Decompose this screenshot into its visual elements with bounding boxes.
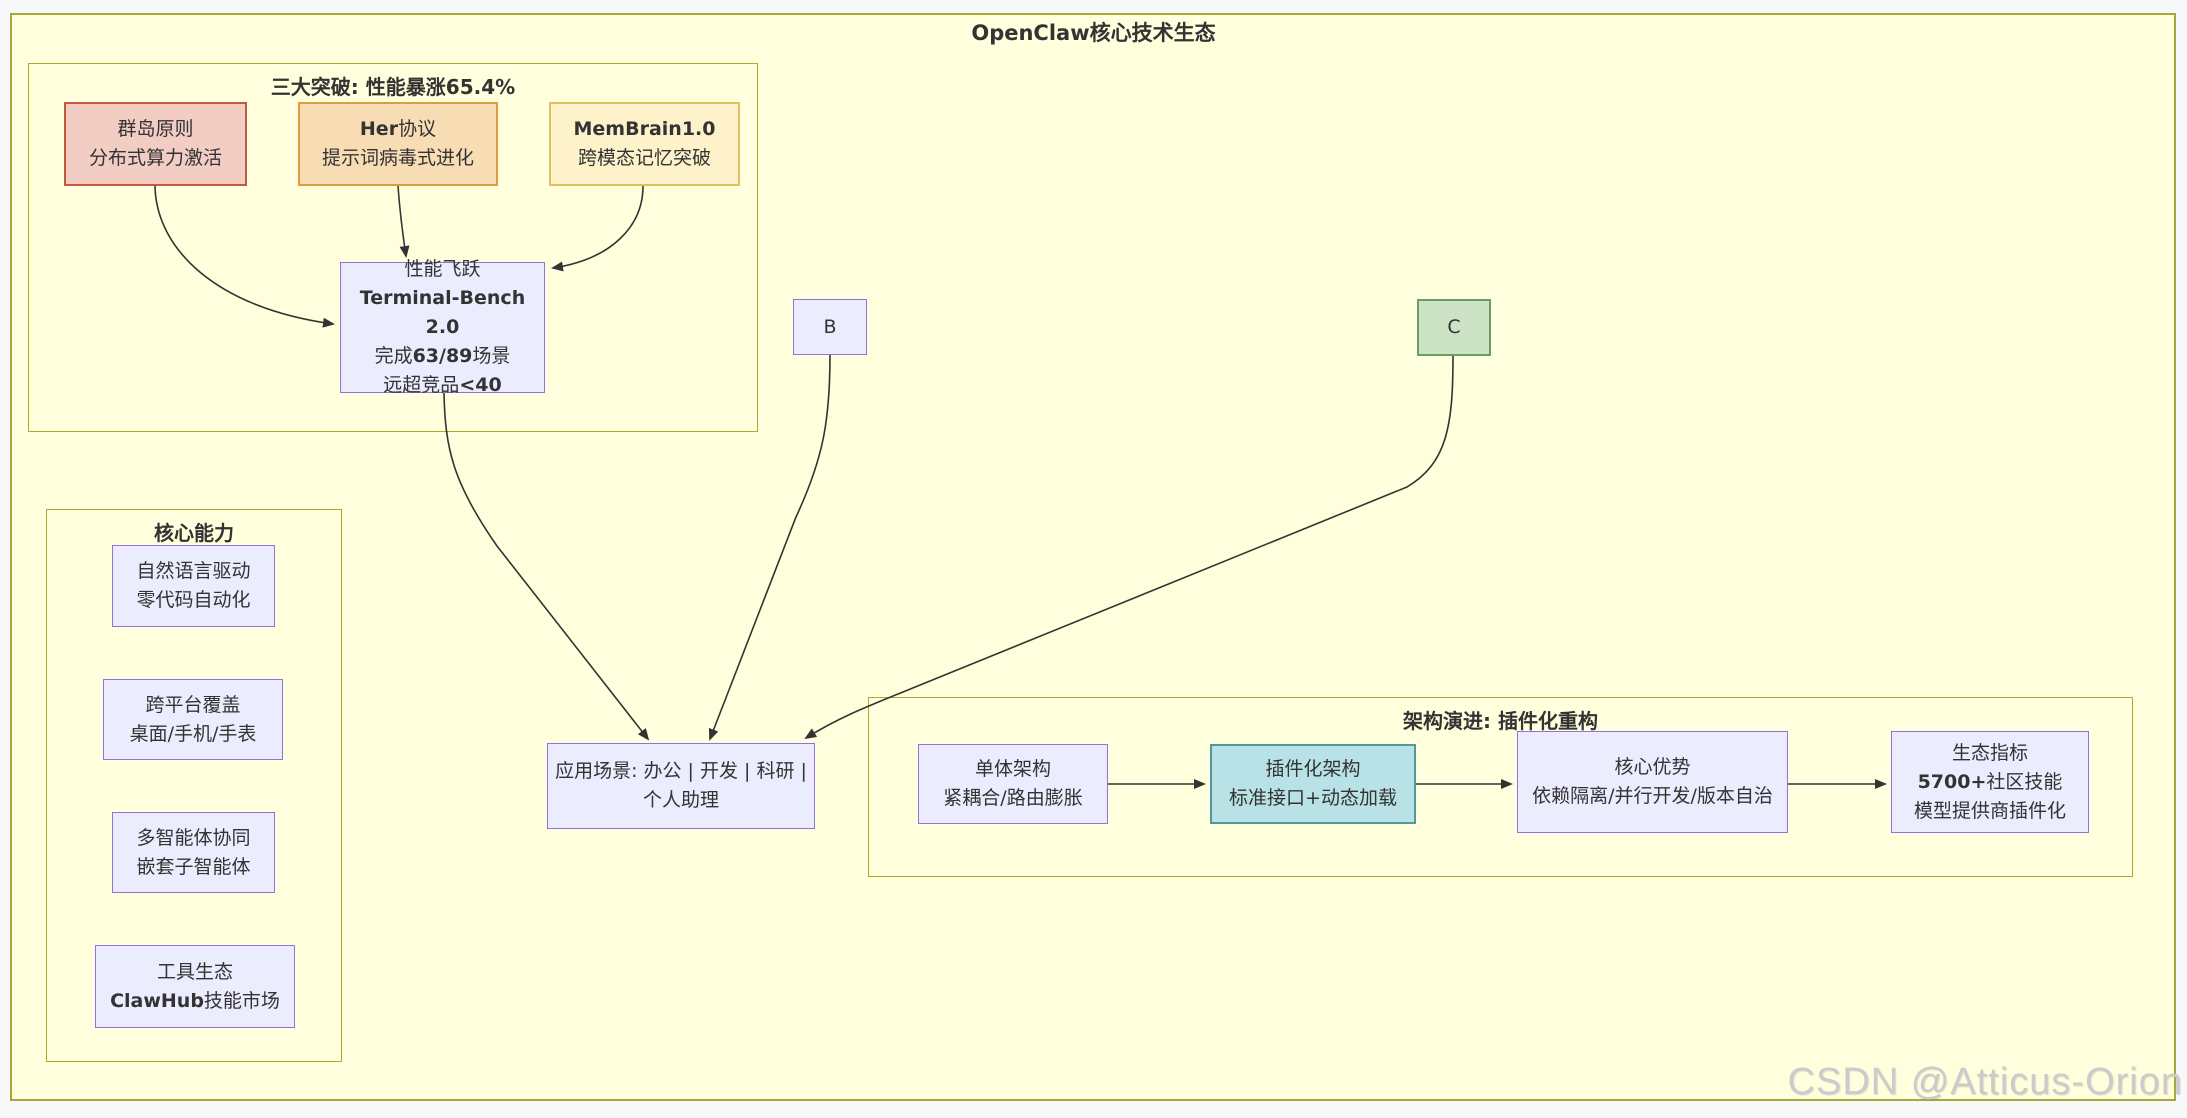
node-tool-ecosystem: 工具生态 ClawHub技能市场 — [95, 945, 295, 1028]
node-label: C — [1447, 316, 1461, 338]
node-line: 依赖隔离/并行开发/版本自治 — [1532, 785, 1773, 807]
node-application-scenarios: 应用场景: 办公 | 开发 | 科研 | 个人助理 — [547, 743, 815, 829]
node-line: 核心优势 — [1614, 756, 1691, 778]
node-line: 跨模态记忆突破 — [577, 147, 711, 169]
node-membrain: MemBrain1.0 跨模态记忆突破 — [549, 102, 740, 186]
node-archipelago-principle: 群岛原则 分布式算力激活 — [64, 102, 247, 186]
node-plugin-architecture: 插件化架构 标准接口+动态加载 — [1210, 744, 1416, 824]
node-her-protocol: Her协议 提示词病毒式进化 — [298, 102, 498, 186]
node-line: 分布式算力激活 — [88, 147, 222, 169]
node-line: 模型提供商插件化 — [1913, 799, 2066, 822]
node-performance-leap: 性能飞跃 Terminal-Bench 2.0 完成63/89场景 远超竞品<4… — [340, 258, 545, 396]
subgraph-capabilities-title: 核心能力 — [154, 521, 234, 545]
node-line: 生态指标 — [1951, 741, 2028, 764]
node-natural-language: 自然语言驱动 零代码自动化 — [112, 545, 275, 627]
diagram-title: OpenClaw核心技术生态 — [971, 21, 1216, 45]
node-line: 群岛原则 — [117, 118, 194, 140]
node-line: 标准接口+动态加载 — [1229, 787, 1397, 809]
node-b: B — [793, 299, 867, 355]
node-line: 自然语言驱动 — [136, 560, 251, 582]
node-multi-agent: 多智能体协同 嵌套子智能体 — [112, 812, 275, 893]
csdn-watermark: CSDN @Atticus-Orion — [1787, 1061, 2183, 1103]
node-c: C — [1417, 299, 1491, 356]
node-line: 零代码自动化 — [136, 589, 251, 611]
node-line: Terminal-Bench 2.0 — [359, 287, 526, 338]
node-line: 远超竞品<40 — [383, 374, 502, 396]
node-line: 工具生态 — [156, 960, 233, 983]
node-cross-platform: 跨平台覆盖 桌面/手机/手表 — [103, 679, 283, 760]
node-ecosystem-metrics: 生态指标 5700+社区技能 模型提供商插件化 — [1891, 731, 2089, 833]
subgraph-architecture-title: 架构演进: 插件化重构 — [1403, 709, 1598, 733]
node-line: 紧耦合/路由膨胀 — [943, 787, 1083, 809]
node-line: 插件化架构 — [1265, 758, 1361, 780]
node-line: 完成63/89场景 — [374, 345, 511, 367]
node-label: 应用场景: 办公 | 开发 | 科研 | 个人助理 — [555, 760, 807, 811]
node-line: 性能飞跃 — [404, 258, 481, 280]
node-line: 桌面/手机/手表 — [129, 722, 257, 745]
node-line: Her协议 — [359, 118, 437, 140]
node-line: 单体架构 — [974, 758, 1051, 780]
node-line: 跨平台覆盖 — [145, 693, 241, 716]
node-line: 5700+社区技能 — [1917, 770, 2063, 793]
node-core-advantages: 核心优势 依赖隔离/并行开发/版本自治 — [1517, 731, 1788, 833]
node-line: MemBrain1.0 — [573, 118, 716, 140]
node-line: ClawHub技能市场 — [110, 989, 280, 1012]
node-label: B — [823, 315, 837, 338]
node-monolithic-architecture: 单体架构 紧耦合/路由膨胀 — [918, 744, 1108, 824]
node-line: 嵌套子智能体 — [136, 855, 251, 878]
subgraph-breakthroughs-title: 三大突破: 性能暴涨65.4% — [270, 75, 516, 99]
node-line: 多智能体协同 — [136, 826, 251, 849]
node-line: 提示词病毒式进化 — [321, 147, 474, 169]
